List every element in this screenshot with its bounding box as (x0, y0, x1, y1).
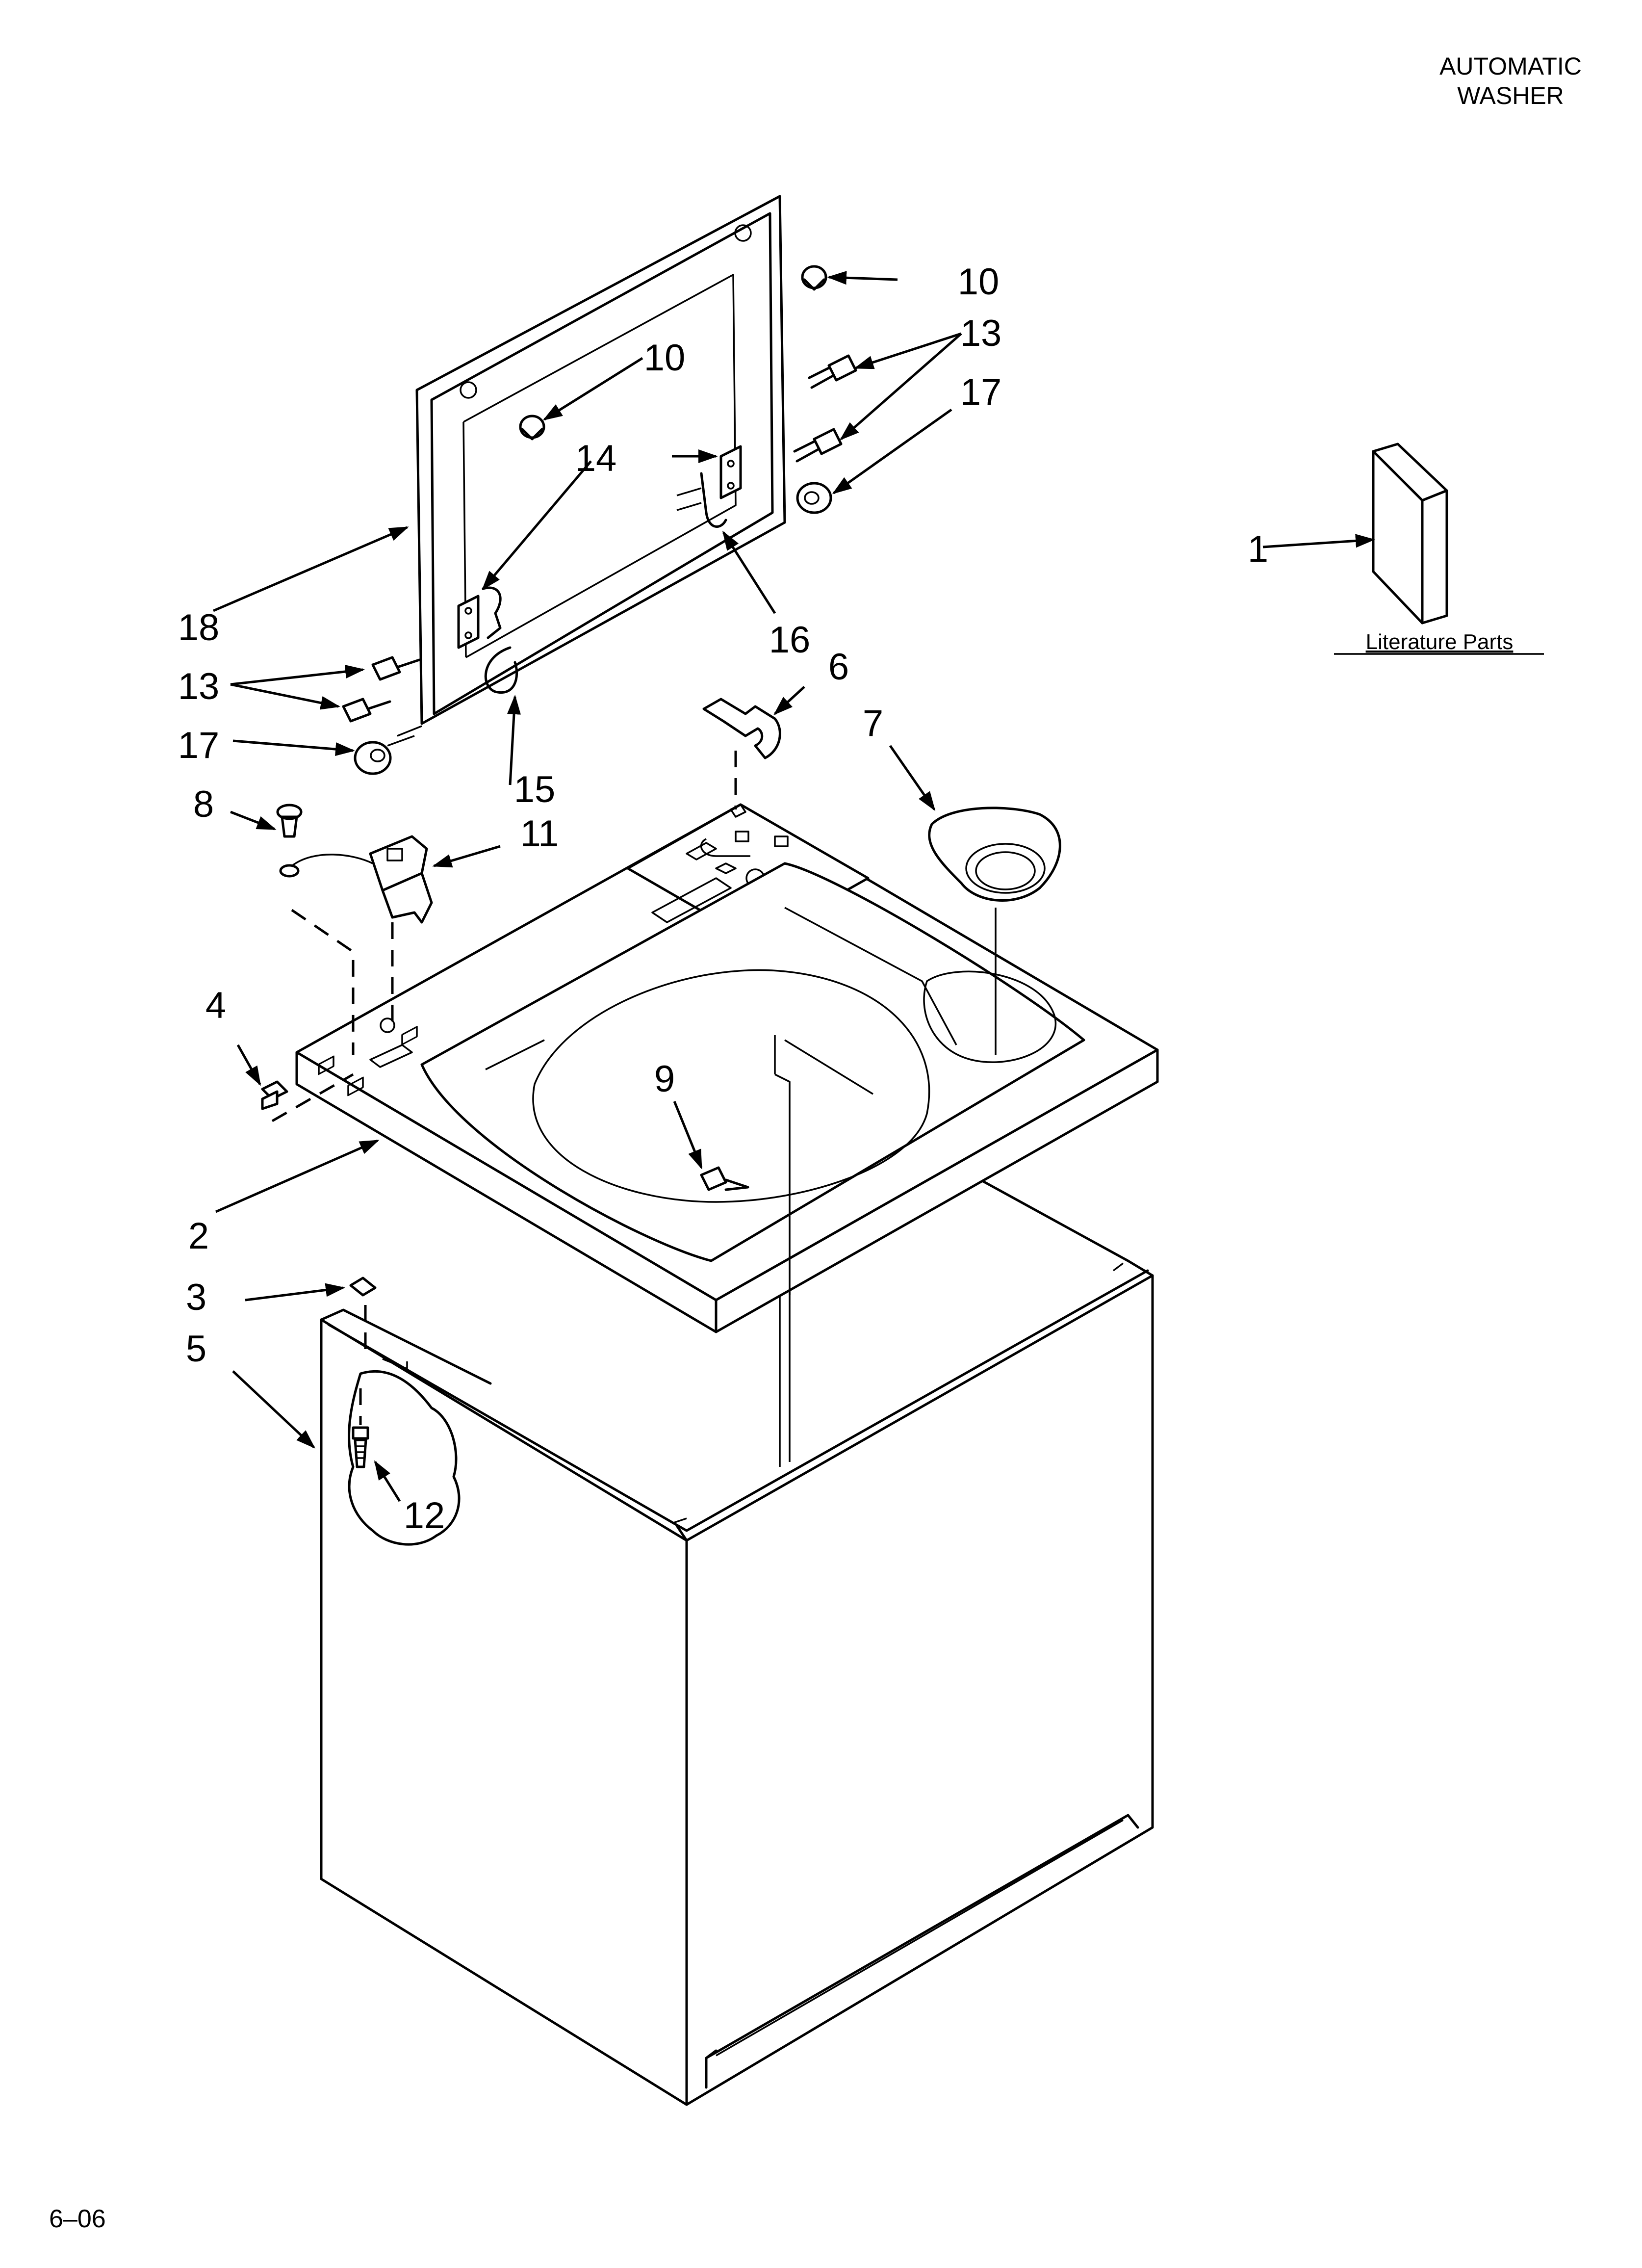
hinge-14-right-icon (719, 445, 742, 499)
header-line-1: AUTOMATIC (1439, 52, 1582, 80)
leader-lines (213, 271, 1375, 1502)
callout-10-mid: 10 (644, 337, 686, 379)
callout-10-top: 10 (958, 261, 1000, 303)
callout-18: 18 (178, 607, 220, 649)
callout-17-top: 17 (960, 371, 1002, 413)
callout-6: 6 (828, 646, 849, 688)
callout-14-right: 14 (575, 438, 617, 479)
callout-7: 7 (863, 703, 883, 744)
callout-1: 1 (1248, 528, 1268, 570)
page-number: 6–06 (49, 2205, 106, 2233)
bumper-10-right-icon (801, 265, 827, 291)
literature-parts-icon (1372, 443, 1448, 625)
callout-16: 16 (769, 619, 811, 661)
nut-4-icon (261, 1073, 354, 1122)
washer-top (295, 803, 1159, 1333)
callout-11: 11 (520, 813, 559, 855)
bumper-10-left-icon (519, 415, 545, 441)
spacer-17-right-icon (796, 482, 832, 514)
screw-8-icon (276, 804, 303, 878)
dispenser-7-icon (928, 807, 1061, 1055)
callout-4: 4 (205, 985, 226, 1026)
hinge-rod-15-icon (484, 646, 518, 694)
cabinet (320, 1176, 1154, 2106)
callout-3: 3 (186, 1277, 206, 1318)
callout-labels: 10 13 10 17 14 1 18 16 13 6 7 17 15 8 11… (178, 261, 1268, 1537)
callout-13-top: 13 (960, 313, 1002, 354)
callout-9: 9 (654, 1058, 675, 1100)
hinge-rod-16-icon (700, 472, 727, 528)
callout-15: 15 (514, 769, 556, 810)
screws-13-right-icon (793, 354, 857, 463)
callout-12: 12 (404, 1495, 445, 1537)
washer-lid (415, 195, 786, 725)
screws-13-left-icon (342, 656, 421, 723)
header-line-2: WASHER (1457, 82, 1564, 109)
screw-12-icon (352, 1388, 369, 1468)
literature-parts-label: Literature Parts (1366, 630, 1514, 654)
callout-5: 5 (186, 1328, 206, 1370)
clip-3-icon (349, 1277, 377, 1359)
callout-13-left: 13 (178, 666, 220, 707)
lid-switch-11-icon (291, 835, 433, 1055)
callout-2: 2 (188, 1215, 209, 1257)
clip-6-icon (702, 698, 781, 818)
screw-9-icon (700, 1166, 749, 1191)
callout-17-left: 17 (178, 725, 220, 766)
spacer-17-left-icon (354, 725, 422, 775)
callout-8: 8 (193, 783, 214, 825)
